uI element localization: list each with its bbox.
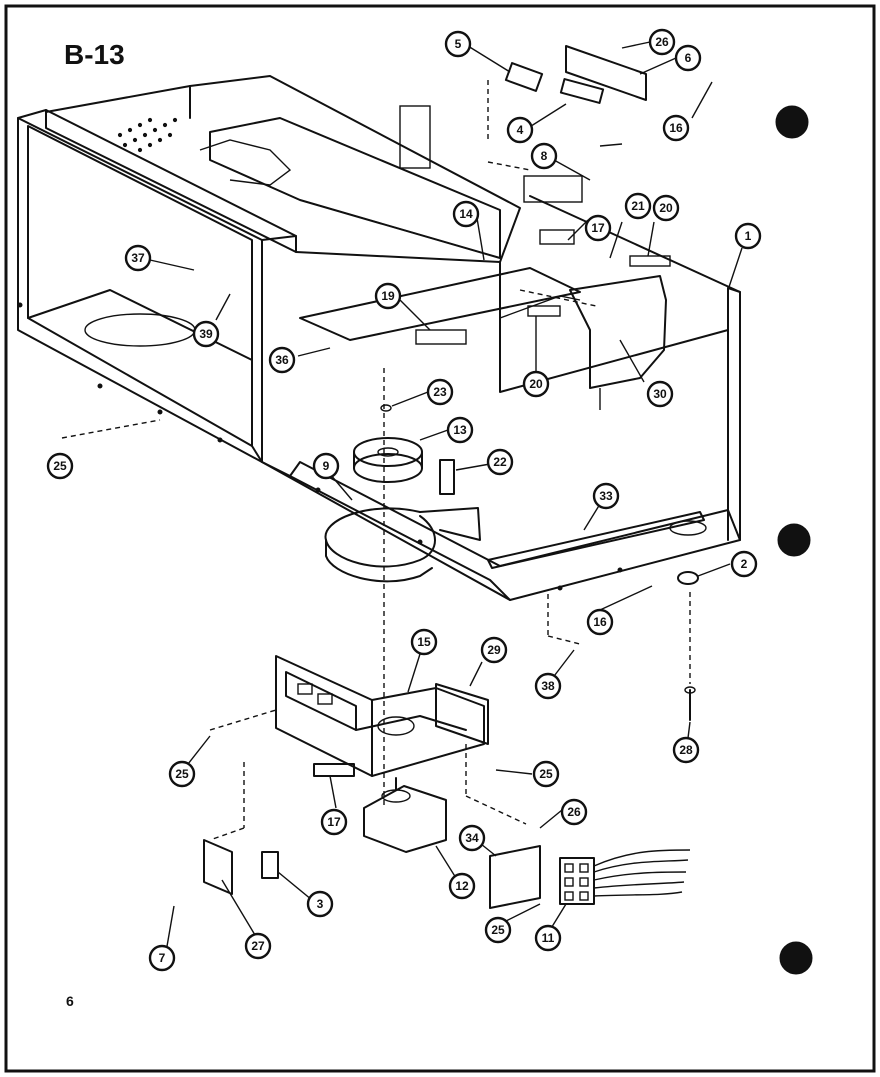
callout-27: 27 (244, 932, 272, 960)
callout-36: 36 (268, 346, 296, 374)
callout-4: 4 (506, 116, 534, 144)
callout-label: 16 (593, 615, 607, 629)
callout-37: 37 (124, 244, 152, 272)
callout-label: 15 (417, 635, 431, 649)
callout-28: 28 (672, 736, 700, 764)
callout-label: 28 (679, 743, 693, 757)
callout-label: 1 (745, 229, 752, 243)
callout-17: 17 (584, 214, 612, 242)
callout-label: 25 (175, 767, 189, 781)
callout-7: 7 (148, 944, 176, 972)
callout-label: 25 (539, 767, 553, 781)
callout-9: 9 (312, 452, 340, 480)
callout-label: 34 (465, 831, 479, 845)
callout-label: 19 (381, 289, 395, 303)
callout-label: 11 (542, 931, 555, 945)
callout-label: 26 (567, 805, 581, 819)
callout-label: 3 (317, 897, 324, 911)
callout-17-2: 17 (320, 808, 348, 836)
callout-label: 13 (453, 423, 467, 437)
callout-label: 7 (159, 951, 166, 965)
callout-3: 3 (306, 890, 334, 918)
callout-label: 20 (529, 377, 543, 391)
callout-15: 15 (410, 628, 438, 656)
callout-label: 25 (53, 459, 67, 473)
cabinet-assembly (17, 75, 741, 601)
callout-14: 14 (452, 200, 480, 228)
callout-label: 29 (487, 643, 501, 657)
callout-label: 33 (599, 489, 613, 503)
callout-label: 2 (741, 557, 748, 571)
callout-12: 12 (448, 872, 476, 900)
callout-19: 19 (374, 282, 402, 310)
callout-13: 13 (446, 416, 474, 444)
callout-11: 11 (534, 924, 562, 952)
callout-23: 23 (426, 378, 454, 406)
callout-8: 8 (530, 142, 558, 170)
vent-holes (117, 117, 178, 153)
callout-label: 16 (669, 121, 683, 135)
callout-label: 38 (541, 679, 555, 693)
callout-30: 30 (646, 380, 674, 408)
callout-label: 17 (591, 221, 605, 235)
callout-33: 33 (592, 482, 620, 510)
callout-6: 6 (674, 44, 702, 72)
callout-26-2: 26 (560, 798, 588, 826)
callout-2: 2 (730, 550, 758, 578)
callout-label: 37 (131, 251, 145, 265)
callout-label: 9 (323, 459, 330, 473)
callout-29: 29 (480, 636, 508, 664)
callout-25: 25 (46, 452, 74, 480)
callout-25-2: 25 (168, 760, 196, 788)
motor-bracket-assembly (203, 45, 699, 909)
callout-bubbles: 1234567891112131415161617171920202122232… (46, 28, 762, 972)
callout-label: 14 (459, 207, 473, 221)
callout-label: 36 (275, 353, 289, 367)
callout-label: 39 (199, 327, 213, 341)
callout-label: 20 (659, 201, 673, 215)
callout-5: 5 (444, 30, 472, 58)
callout-label: 4 (517, 123, 524, 137)
binder-hole-top (775, 105, 809, 139)
callout-label: 23 (433, 385, 447, 399)
callout-label: 17 (327, 815, 341, 829)
diagram-title: B-13 (64, 39, 125, 70)
callout-label: 21 (631, 199, 645, 213)
callout-38: 38 (534, 672, 562, 700)
callout-label: 22 (493, 455, 507, 469)
callout-22: 22 (486, 448, 514, 476)
callout-16: 16 (662, 114, 690, 142)
callout-25-4: 25 (484, 916, 512, 944)
callout-label: 30 (653, 387, 667, 401)
callout-label: 26 (655, 35, 669, 49)
leader-lines (61, 41, 743, 953)
callout-label: 8 (541, 149, 548, 163)
callout-34: 34 (458, 824, 486, 852)
callout-39: 39 (192, 320, 220, 348)
callout-20: 20 (652, 194, 680, 222)
binder-hole-middle (777, 523, 811, 557)
stirrer-parts (324, 404, 481, 583)
callout-label: 5 (455, 37, 462, 51)
binder-hole-bottom (779, 941, 813, 975)
callout-26: 26 (648, 28, 676, 56)
callout-label: 12 (455, 879, 469, 893)
callout-21: 21 (624, 192, 652, 220)
callout-label: 25 (491, 923, 505, 937)
callout-16-2: 16 (586, 608, 614, 636)
callout-label: 27 (251, 939, 265, 953)
callout-25-3: 25 (532, 760, 560, 788)
page-number: 6 (66, 993, 74, 1009)
callout-label: 6 (685, 51, 692, 65)
callout-20-2: 20 (522, 370, 550, 398)
callout-1: 1 (734, 222, 762, 250)
